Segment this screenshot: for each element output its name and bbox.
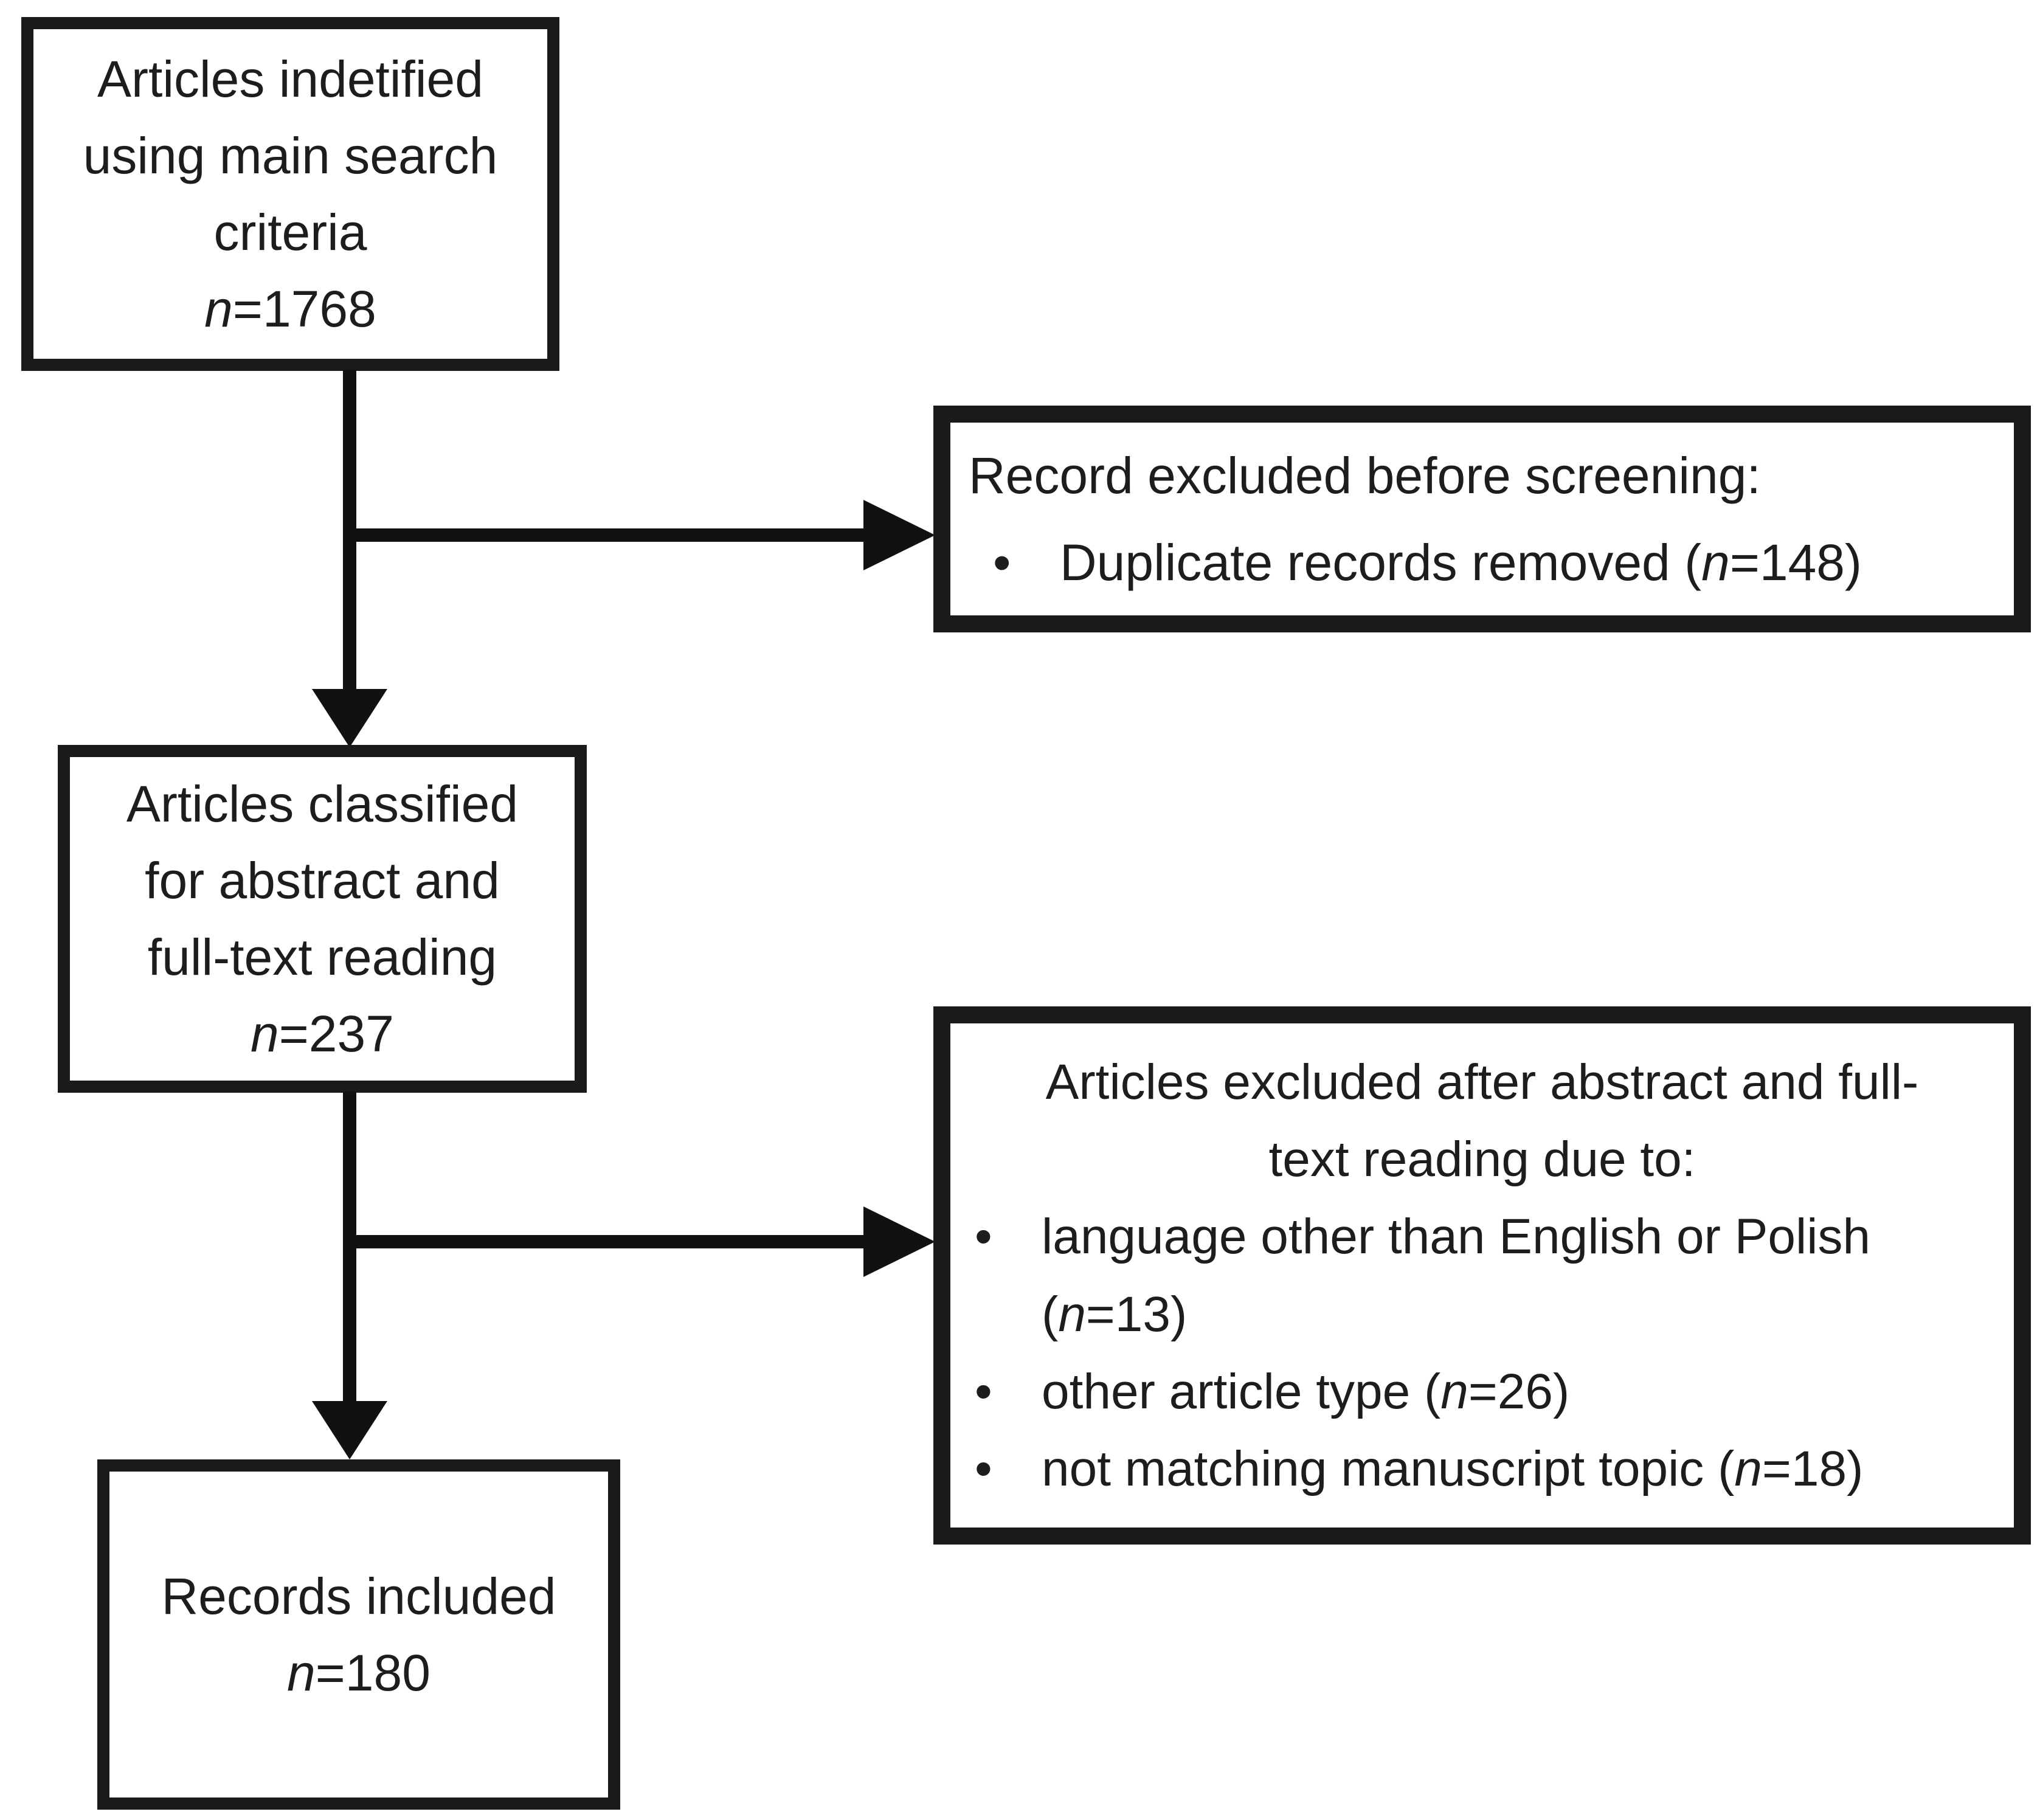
box-text-line: for abstract and [145, 852, 500, 909]
box-count-line: n=237 [251, 995, 394, 1072]
bullet-paren: ( [1042, 1286, 1059, 1342]
bullet-icon: • [975, 1209, 992, 1265]
box-count-line: n=1768 [204, 271, 376, 347]
bullet-text-pre: not matching manuscript topic ( [1042, 1441, 1735, 1496]
n-symbol: n [204, 280, 233, 337]
bullet-icon: • [975, 1363, 992, 1419]
n-symbol: n [1701, 533, 1730, 591]
box-text-line: criteria [213, 204, 367, 261]
box-text-line: Articles classified [126, 775, 519, 832]
arrowhead-right-icon [863, 1206, 935, 1277]
box-text-line: full-text reading [147, 929, 497, 986]
arrowhead-right-icon [863, 500, 935, 570]
box-count-line: n=180 [287, 1635, 430, 1711]
n-value: =1768 [232, 280, 376, 337]
box-records-included: Records included n=180 [97, 1459, 620, 1810]
box-articles-classified: Articles classified for abstract and ful… [58, 745, 587, 1093]
exclusion-bullet-item: • other article type (n=26) [950, 1353, 2014, 1430]
bullet-icon: • [975, 1441, 992, 1496]
n-value: =148) [1729, 533, 1862, 591]
n-value: =180 [315, 1644, 430, 1701]
n-value: =18) [1762, 1441, 1864, 1496]
bullet-text-pre: language other than English or Polish [1042, 1209, 1871, 1265]
n-value: =26) [1468, 1363, 1570, 1419]
box-excluded-after-reading: Articles excluded after abstract and ful… [933, 1006, 2031, 1545]
arrowhead-down-icon [312, 689, 387, 747]
box-text-line: Articles indetified [97, 50, 483, 108]
connector-line-horizontal-2 [343, 1235, 865, 1248]
arrowhead-down-icon [312, 1401, 387, 1459]
bullet-text-pre: other article type ( [1042, 1363, 1441, 1419]
exclusion-bullet-item: • language other than English or Polish (… [950, 1198, 2014, 1352]
bullet-text: not matching manuscript topic (n=18) [1042, 1430, 2014, 1507]
bullet-text: other article type (n=26) [1042, 1353, 2014, 1430]
bullet-icon: • [993, 533, 1011, 591]
box-text-line: Records included [161, 1568, 556, 1625]
n-value: =237 [278, 1005, 394, 1062]
bullet-text: language other than English or Polish (n=… [1042, 1198, 2014, 1352]
n-symbol: n [251, 1005, 279, 1062]
box-articles-identified: Articles indetified using main search cr… [21, 17, 559, 371]
box-excluded-before-screening: Record excluded before screening: • Dupl… [933, 406, 2031, 632]
exclusion-bullet-item: • Duplicate records removed (n=148) [950, 519, 2014, 606]
exclusion-bullet-item: • not matching manuscript topic (n=18) [950, 1430, 2014, 1507]
connector-line-horizontal-1 [343, 528, 865, 542]
exclusion-title-line: Articles excluded after abstract and ful… [1045, 1054, 1919, 1110]
bullet-text-pre: Duplicate records removed ( [1060, 533, 1702, 591]
n-value: =13) [1085, 1286, 1188, 1342]
n-symbol: n [1440, 1363, 1468, 1419]
n-symbol: n [1058, 1286, 1086, 1342]
exclusion-title: Record excluded before screening: [969, 446, 1761, 504]
bullet-text: Duplicate records removed (n=148) [1060, 519, 2014, 606]
exclusion-title-line: text reading due to: [1268, 1132, 1696, 1188]
box-text-line: using main search [83, 127, 498, 184]
n-symbol: n [287, 1644, 316, 1701]
n-symbol: n [1734, 1441, 1763, 1496]
